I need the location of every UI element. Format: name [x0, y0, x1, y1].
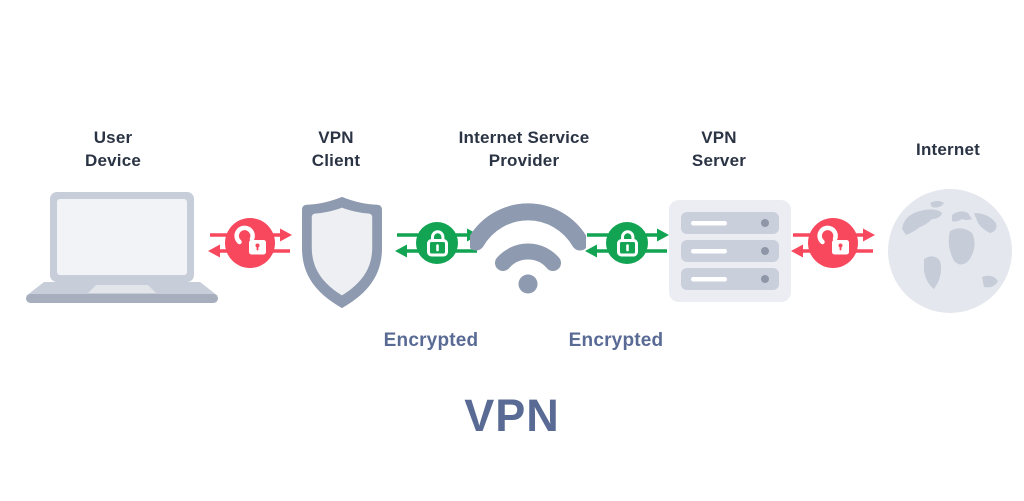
- node-label-isp: Internet Service Provider: [458, 128, 590, 170]
- node-label-vpn-client: VPN Client: [311, 128, 361, 170]
- lock-open-icon: [817, 225, 849, 255]
- server-icon: [669, 200, 791, 307]
- lock-open-badge-1: [208, 215, 292, 276]
- lock-closed-icon: [427, 230, 448, 257]
- lock-closed-badge-1: [395, 215, 479, 276]
- laptop-icon: [26, 192, 218, 311]
- lock-closed-icon: [617, 230, 638, 257]
- wifi-icon: [467, 202, 589, 301]
- lock-open-icon: [234, 225, 266, 255]
- diagram-title: VPN: [464, 390, 560, 441]
- node-label-vpn-server: VPN Server: [691, 128, 747, 170]
- encrypted-label-2: Encrypted: [568, 330, 664, 351]
- shield-icon: [298, 194, 386, 316]
- lock-open-badge-2: [791, 215, 875, 276]
- node-label-user-device: User Device: [84, 128, 142, 170]
- node-label-internet: Internet: [916, 140, 980, 159]
- encrypted-label-1: Encrypted: [383, 330, 479, 351]
- lock-closed-badge-2: [585, 215, 669, 276]
- globe-icon: [886, 187, 1014, 320]
